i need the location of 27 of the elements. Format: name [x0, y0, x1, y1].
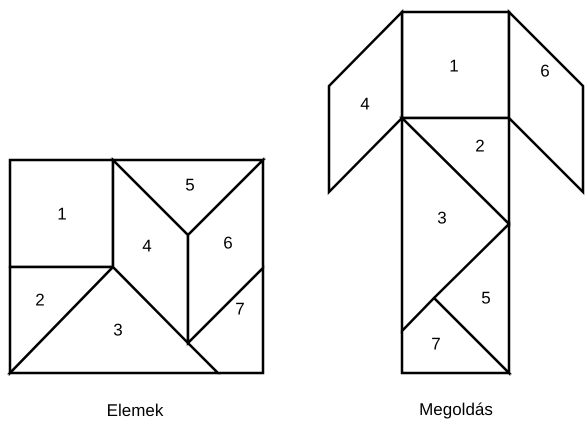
piece-number: 3 [113, 322, 123, 338]
puzzle-piece [113, 160, 188, 343]
puzzle-piece [402, 118, 509, 331]
figure-caption: Elemek [106, 401, 164, 421]
piece-number: 7 [431, 336, 441, 352]
piece-number: 1 [449, 58, 459, 74]
figure-caption: Megoldás [419, 400, 493, 420]
puzzle-piece [329, 12, 402, 192]
puzzle-piece [402, 12, 509, 118]
puzzle-piece [188, 268, 263, 373]
piece-number: 4 [142, 238, 152, 254]
piece-number: 2 [475, 138, 485, 154]
piece-number: 6 [540, 62, 550, 80]
piece-number: 4 [360, 96, 370, 112]
piece-number: 5 [185, 176, 195, 194]
piece-number: 3 [437, 210, 447, 226]
puzzle-piece [434, 224, 509, 373]
piece-number: 2 [35, 292, 45, 308]
piece-number: 7 [235, 300, 245, 318]
piece-number: 6 [223, 234, 233, 252]
piece-number: 5 [481, 290, 491, 306]
puzzle-piece [10, 160, 113, 267]
puzzle-piece [188, 160, 263, 343]
puzzle-piece [113, 160, 263, 235]
puzzle-piece [10, 267, 113, 373]
puzzle-piece [509, 12, 583, 192]
piece-number: 1 [57, 206, 67, 222]
